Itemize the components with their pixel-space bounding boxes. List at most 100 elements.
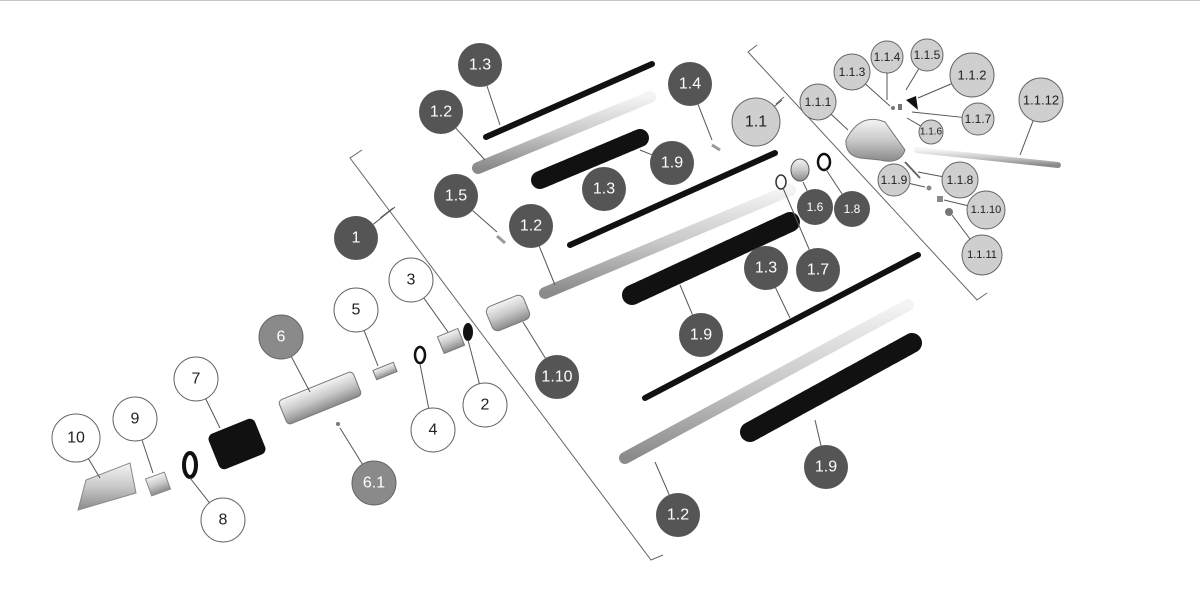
callout-circle xyxy=(949,52,995,98)
strip-part-bottom xyxy=(642,252,921,401)
callout-circle xyxy=(804,445,848,489)
callout-label: 1.1.1 xyxy=(805,95,832,109)
leader-line xyxy=(802,181,808,191)
bellows-part-bottom xyxy=(740,333,922,442)
callout-label: 1.1.11 xyxy=(967,249,997,261)
callout-1-10: 1.10 xyxy=(535,355,579,399)
callout-circle xyxy=(870,40,904,74)
callout-1-1-4: 1.1.4 xyxy=(870,40,904,74)
callout-circle xyxy=(796,248,840,292)
leader-line xyxy=(87,458,101,479)
callout-label: 9 xyxy=(131,411,140,428)
callout-label: 1.1.4 xyxy=(874,50,901,64)
callout-circle xyxy=(388,257,434,303)
leader-line xyxy=(423,297,449,333)
callout-2: 2 xyxy=(462,382,508,428)
callout-circle xyxy=(51,413,101,463)
callout-label: 1.9 xyxy=(690,327,712,344)
callout-circle xyxy=(966,190,1006,230)
callout-label: 10 xyxy=(67,430,85,447)
callout-label: 7 xyxy=(192,371,201,388)
callout-1: 1 xyxy=(334,216,378,260)
callout-1-8: 1.8 xyxy=(834,191,870,227)
leader-line xyxy=(472,210,498,233)
callout-1-4: 1.4 xyxy=(668,62,712,106)
callout-circle xyxy=(509,204,553,248)
callout-circle xyxy=(173,356,219,402)
callout-1-7: 1.7 xyxy=(796,248,840,292)
leader-line xyxy=(339,427,363,465)
leader-line xyxy=(905,68,920,91)
leader-line xyxy=(419,363,430,409)
callout-label: 1.9 xyxy=(661,155,683,172)
callout-circle xyxy=(797,189,833,225)
callout-circle xyxy=(961,234,1003,276)
callout-5: 5 xyxy=(333,287,379,333)
callout-label: 1.7 xyxy=(807,262,829,279)
assembly-bracket-1-1 xyxy=(747,44,988,301)
callout-circle xyxy=(535,355,579,399)
leader-line xyxy=(951,214,971,240)
callout-circle xyxy=(351,460,397,506)
leader-line xyxy=(455,127,486,161)
strip-part-top xyxy=(483,61,655,140)
leader-line xyxy=(917,171,943,178)
callout-label: 1.1.5 xyxy=(914,48,941,62)
callout-circle xyxy=(434,174,478,218)
leader-line xyxy=(141,439,154,474)
callout-1-2: 1.2 xyxy=(509,204,553,248)
callout-label: 1.1.3 xyxy=(839,65,866,79)
callout-label: 6 xyxy=(277,329,286,346)
callout-circle xyxy=(200,497,246,543)
callout-1-2: 1.2 xyxy=(419,90,463,134)
callout-label: 8 xyxy=(219,512,228,529)
leader-line xyxy=(865,83,891,107)
callout-circle xyxy=(941,161,979,199)
callout-circle xyxy=(334,216,378,260)
callout-circle xyxy=(877,163,911,197)
callout-label: 1.1.2 xyxy=(958,68,987,83)
leader-line xyxy=(639,149,652,156)
callout-circle xyxy=(799,83,837,121)
leader-line xyxy=(909,183,926,188)
callout-1-1: 1.1 xyxy=(731,97,781,147)
callout-circle xyxy=(462,382,508,428)
callout-label: 1.10 xyxy=(541,369,572,386)
parts xyxy=(77,61,1061,511)
callout-circle xyxy=(112,396,158,442)
callout-1-3: 1.3 xyxy=(582,167,626,211)
callout-1-1-5: 1.1.5 xyxy=(910,38,944,72)
leader-line xyxy=(363,330,379,367)
callout-1-1-9: 1.1.9 xyxy=(877,163,911,197)
bellows-part-mid xyxy=(622,212,800,305)
nozzle-part xyxy=(77,462,137,511)
leader-line xyxy=(290,356,311,393)
callout-1-3: 1.3 xyxy=(744,246,788,290)
callout-1-1-3: 1.1.3 xyxy=(833,53,871,91)
callout-label: 1.1 xyxy=(745,114,767,131)
callout-1-1-12: 1.1.12 xyxy=(1018,77,1064,123)
leader-line xyxy=(697,104,713,141)
callout-9: 9 xyxy=(112,396,158,442)
callout-1-1-1: 1.1.1 xyxy=(799,83,837,121)
callout-circle xyxy=(918,119,944,145)
leader-line xyxy=(522,321,546,359)
callout-circle xyxy=(650,141,694,185)
callout-circle xyxy=(679,313,723,357)
leader-line xyxy=(189,477,210,504)
callout-label: 1.1.7 xyxy=(965,112,992,126)
callout-1-2: 1.2 xyxy=(656,493,700,537)
callout-4: 4 xyxy=(410,407,456,453)
callout-circle xyxy=(834,191,870,227)
callout-circle xyxy=(258,314,304,360)
callout-label: 1.3 xyxy=(755,260,777,277)
callout-label: 5 xyxy=(352,302,361,319)
callout-label: 1.9 xyxy=(815,459,837,476)
callout-6: 6 xyxy=(258,314,304,360)
callout-label: 2 xyxy=(481,397,490,414)
leader-line xyxy=(372,206,396,225)
callout-label: 1.3 xyxy=(469,57,491,74)
leader-line xyxy=(943,199,968,207)
callout-7: 7 xyxy=(173,356,219,402)
